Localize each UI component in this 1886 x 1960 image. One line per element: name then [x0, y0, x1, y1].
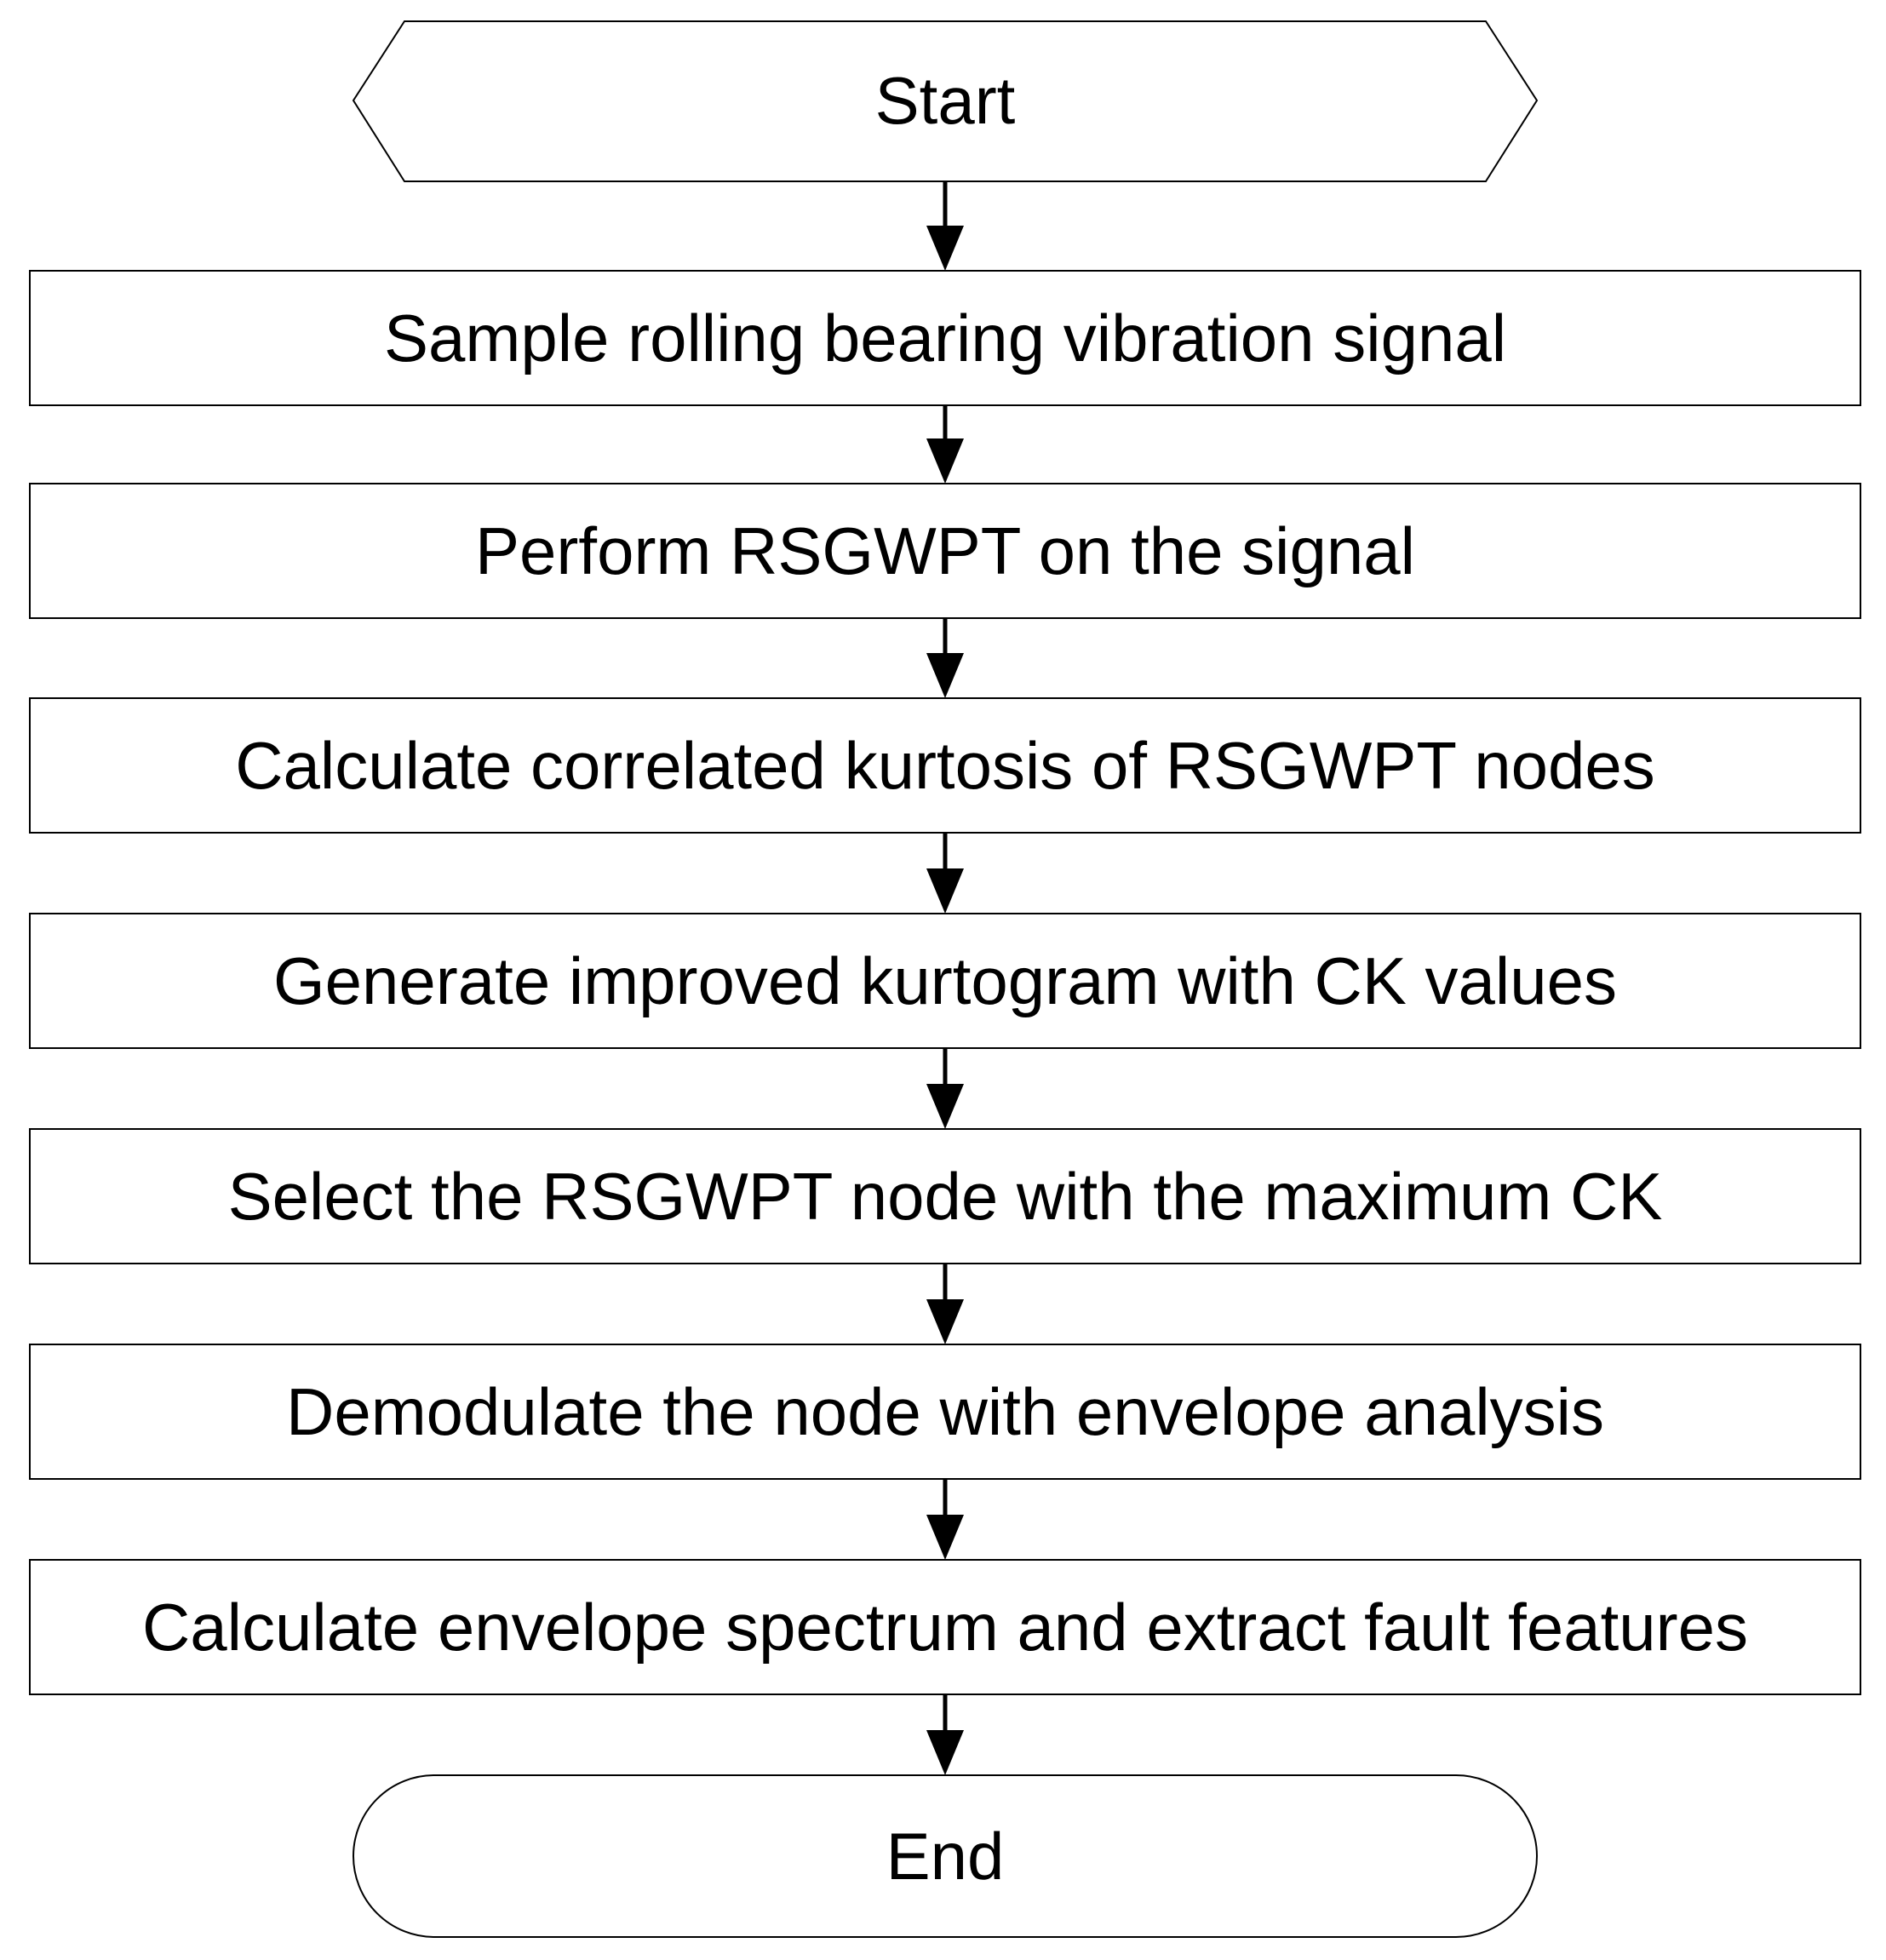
- step-6: Demodulate the node with envelope analys…: [29, 1344, 1861, 1480]
- arrow-step-4-to-step-5: [926, 1048, 964, 1129]
- arrow-step-7-to-end: [926, 1694, 964, 1775]
- step-2-label: Perform RSGWPT on the signal: [475, 513, 1415, 588]
- step-4-label: Generate improved kurtogram with CK valu…: [273, 943, 1617, 1018]
- arrowhead-icon: [926, 1084, 964, 1129]
- step-4-box: [29, 913, 1861, 1049]
- arrowhead-icon: [926, 653, 964, 698]
- step-7: Calculate envelope spectrum and extract …: [29, 1559, 1861, 1695]
- step-1-box: [29, 270, 1861, 406]
- arrow-step-1-to-step-2: [926, 405, 964, 484]
- step-1: Sample rolling bearing vibration signal: [29, 270, 1861, 406]
- arrowhead-icon: [926, 868, 964, 914]
- arrowhead-icon: [926, 1515, 964, 1560]
- step-6-box: [29, 1344, 1861, 1480]
- step-1-label: Sample rolling bearing vibration signal: [384, 301, 1506, 375]
- end-label: End: [886, 1819, 1005, 1894]
- step-7-box: [29, 1559, 1861, 1695]
- start-shape: [352, 20, 1539, 182]
- arrow-start-to-step-1: [926, 181, 964, 271]
- step-3-label: Calculate correlated kurtosis of RSGWPT …: [235, 728, 1655, 803]
- end-node: End: [353, 1774, 1538, 1938]
- step-3: Calculate correlated kurtosis of RSGWPT …: [29, 697, 1861, 834]
- step-5: Select the RSGWPT node with the maximum …: [29, 1128, 1861, 1264]
- start-label: Start: [875, 63, 1016, 138]
- arrow-step-6-to-step-7: [926, 1479, 964, 1560]
- step-5-label: Select the RSGWPT node with the maximum …: [228, 1159, 1663, 1234]
- step-3-box: [29, 697, 1861, 834]
- step-6-label: Demodulate the node with envelope analys…: [286, 1374, 1604, 1449]
- step-2: Perform RSGWPT on the signal: [29, 483, 1861, 619]
- step-5-box: [29, 1128, 1861, 1264]
- arrow-step-2-to-step-3: [926, 618, 964, 698]
- arrowhead-icon: [926, 226, 964, 271]
- arrow-step-3-to-step-4: [926, 833, 964, 914]
- arrowhead-icon: [926, 438, 964, 484]
- arrow-step-5-to-step-6: [926, 1264, 964, 1344]
- start-node: Start: [352, 20, 1539, 182]
- arrowhead-icon: [926, 1299, 964, 1344]
- arrowhead-icon: [926, 1730, 964, 1775]
- step-4: Generate improved kurtogram with CK valu…: [29, 913, 1861, 1049]
- step-7-label: Calculate envelope spectrum and extract …: [142, 1590, 1748, 1665]
